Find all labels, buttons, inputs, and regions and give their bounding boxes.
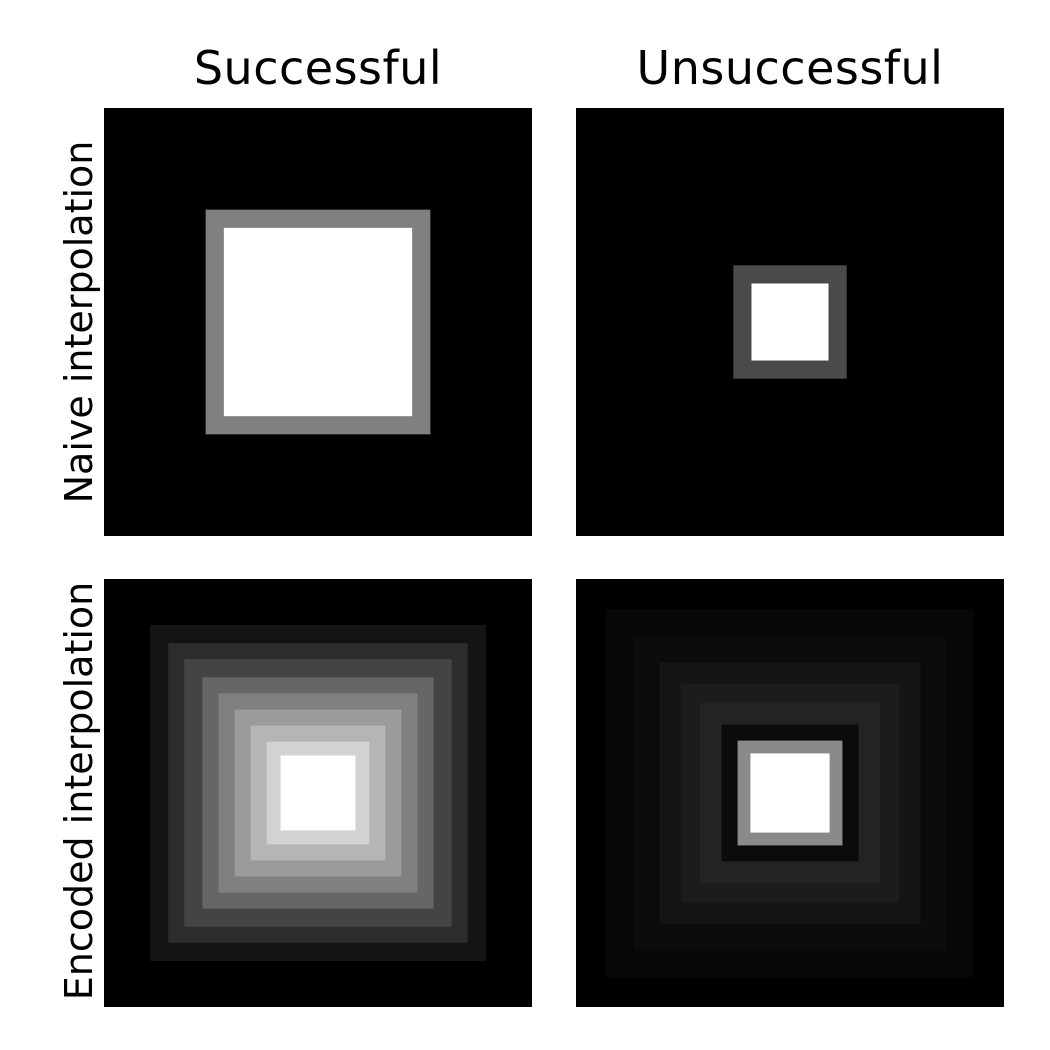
- column-title-unsuccessful: Unsuccessful: [636, 41, 944, 95]
- image-naive-successful: [104, 108, 532, 536]
- row-title-naive-interpolation: Naive interpolation: [57, 140, 101, 504]
- naive-unsuccessful-square-1: [751, 283, 829, 361]
- row-title-encoded-interpolation: Encoded interpolation: [57, 581, 101, 1001]
- encoded-successful-square-8: [280, 755, 356, 831]
- panel-naive-successful: [104, 108, 532, 536]
- naive-successful-square-1: [223, 227, 413, 417]
- encoded-unsuccessful-square-7: [750, 753, 830, 833]
- image-encoded-successful: [104, 579, 532, 1007]
- image-encoded-unsuccessful: [576, 579, 1004, 1007]
- panel-naive-unsuccessful: [576, 108, 1004, 536]
- image-naive-unsuccessful: [576, 108, 1004, 536]
- column-title-successful: Successful: [193, 41, 443, 95]
- panel-encoded-unsuccessful: [576, 579, 1004, 1007]
- panel-encoded-successful: [104, 579, 532, 1007]
